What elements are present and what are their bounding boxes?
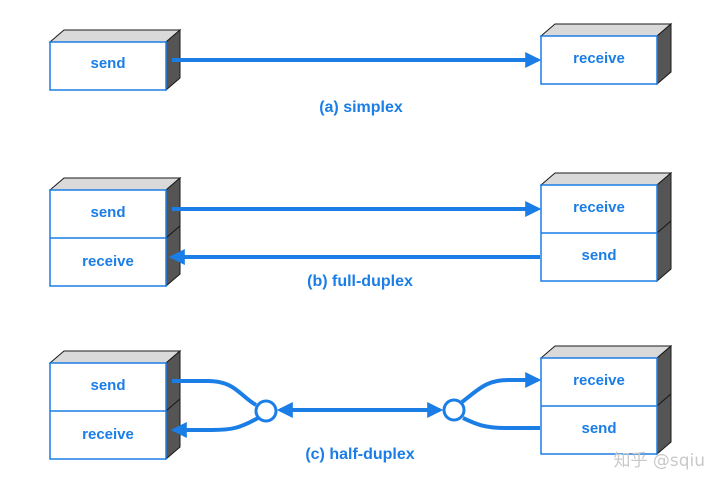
half-duplex-caption: (c) half-duplex <box>305 446 414 463</box>
full-duplex-right-send-label: send <box>581 247 616 264</box>
half-duplex-right-send-curve <box>462 416 540 430</box>
half-duplex-left-send-curve <box>172 379 258 407</box>
half-duplex-left-box: send receive <box>48 349 182 461</box>
full-duplex-left-receive-label: receive <box>82 253 134 270</box>
simplex-receive-label: receive <box>573 50 625 67</box>
simplex-send-box: send <box>48 28 182 92</box>
full-duplex-right-box: receive send <box>539 171 673 283</box>
half-duplex-right-send-label: send <box>581 420 616 437</box>
simplex-send-label: send <box>90 55 125 72</box>
watermark-text: 知乎 @sqiu <box>613 451 705 471</box>
full-duplex-caption: (b) full-duplex <box>307 273 413 290</box>
full-duplex-left-box: send receive <box>48 176 182 288</box>
half-duplex-left-receive-label: receive <box>82 426 134 443</box>
half-duplex-right-box: receive send <box>539 344 673 456</box>
full-duplex-section: send receive receive send (b) full-duple… <box>48 171 673 290</box>
half-duplex-left-switch-circle <box>254 399 278 423</box>
half-duplex-left-receive-curve <box>170 416 259 438</box>
half-duplex-left-send-label: send <box>90 377 125 394</box>
simplex-receive-box: receive <box>539 22 673 86</box>
half-duplex-section: send receive receive send (c) half-duple… <box>48 344 673 463</box>
half-duplex-right-switch-circle <box>442 398 466 422</box>
simplex-caption: (a) simplex <box>319 99 403 116</box>
half-duplex-right-receive-label: receive <box>573 372 625 389</box>
full-duplex-right-receive-label: receive <box>573 199 625 216</box>
half-duplex-right-receive-curve <box>460 372 542 404</box>
simplex-section: send receive (a) simplex <box>48 22 673 116</box>
full-duplex-left-send-label: send <box>90 204 125 221</box>
